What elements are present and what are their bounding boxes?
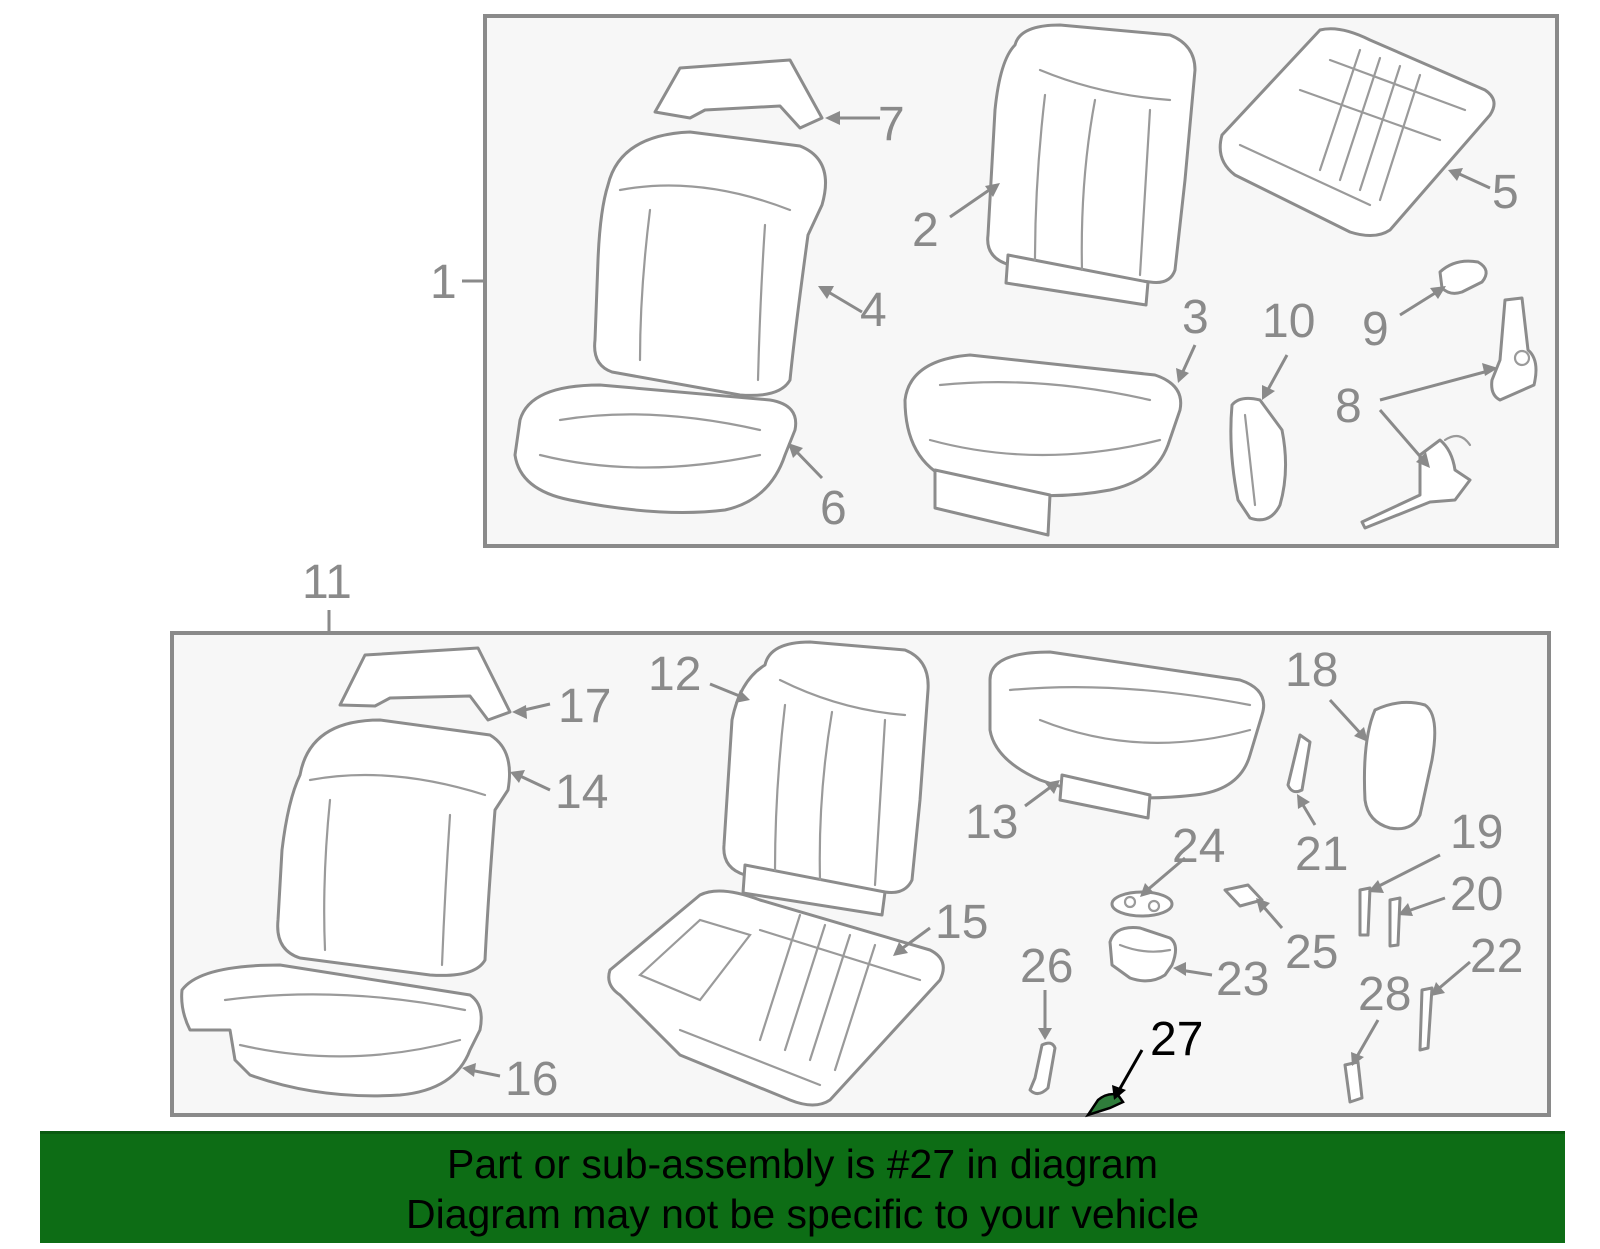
callout-25: 25 — [1285, 926, 1338, 979]
part-25-clip — [1223, 883, 1264, 908]
part-21-trim — [1286, 733, 1312, 794]
callout-17: 17 — [558, 680, 611, 733]
info-banner: Part or sub-assembly is #27 in diagram D… — [40, 1131, 1565, 1243]
part-8-bracket-lower — [1360, 438, 1472, 530]
callout-18: 18 — [1285, 644, 1338, 697]
callout-4: 4 — [860, 284, 887, 337]
callout-8: 8 — [1335, 380, 1362, 433]
part-17-headrest-cover — [338, 646, 512, 722]
callout-14: 14 — [555, 766, 608, 819]
callout-3: 3 — [1182, 291, 1209, 344]
callout-15: 15 — [935, 896, 988, 949]
part-13-cushion-pad — [988, 650, 1266, 800]
part-8-bracket-upper — [1490, 296, 1538, 402]
callout-5: 5 — [1492, 166, 1519, 219]
callout-28: 28 — [1358, 968, 1411, 1021]
callout-26: 26 — [1020, 940, 1073, 993]
callout-10: 10 — [1262, 295, 1315, 348]
part-6-cushion-cover — [513, 383, 798, 514]
callout-24: 24 — [1172, 820, 1225, 873]
callout-27: 27 — [1150, 1013, 1203, 1066]
part-15-seat-frame — [607, 889, 945, 1107]
part-10-trim-panel — [1229, 396, 1288, 522]
callout-21: 21 — [1295, 828, 1348, 881]
callout-22: 22 — [1470, 930, 1523, 983]
callout-6: 6 — [820, 482, 847, 535]
banner-line-disclaimer: Diagram may not be specific to your vehi… — [405, 1191, 1199, 1237]
callout-13: 13 — [965, 796, 1018, 849]
callout-7: 7 — [878, 98, 905, 151]
part-14-seatback-cover — [276, 718, 512, 977]
banner-line-part-number: Part or sub-assembly is #27 in diagram — [447, 1141, 1158, 1187]
part-9-handle — [1438, 259, 1488, 295]
callout-16: 16 — [505, 1053, 558, 1106]
part-18-side-pad — [1362, 700, 1437, 831]
part-23-cup-holder — [1108, 926, 1177, 983]
part-5-seat-frame — [1218, 27, 1496, 237]
callout-11: 11 — [302, 556, 352, 609]
part-19-trim — [1358, 886, 1372, 937]
callout-23: 23 — [1216, 953, 1269, 1006]
part-4-seatback-cover — [593, 130, 827, 397]
part-20-trim — [1388, 896, 1402, 948]
part-26-knob — [1028, 1041, 1057, 1095]
callout-12: 12 — [648, 648, 701, 701]
callout-20: 20 — [1450, 868, 1503, 921]
callout-9: 9 — [1362, 303, 1389, 356]
callout-19: 19 — [1450, 806, 1503, 859]
part-12-seatback-pad — [722, 640, 930, 894]
callout-2: 2 — [912, 204, 939, 257]
callout-1: 1 — [430, 256, 457, 309]
part-7-headrest-cover — [653, 58, 824, 130]
part-2-seatback-pad — [986, 23, 1197, 284]
part-22-trim — [1418, 986, 1434, 1052]
